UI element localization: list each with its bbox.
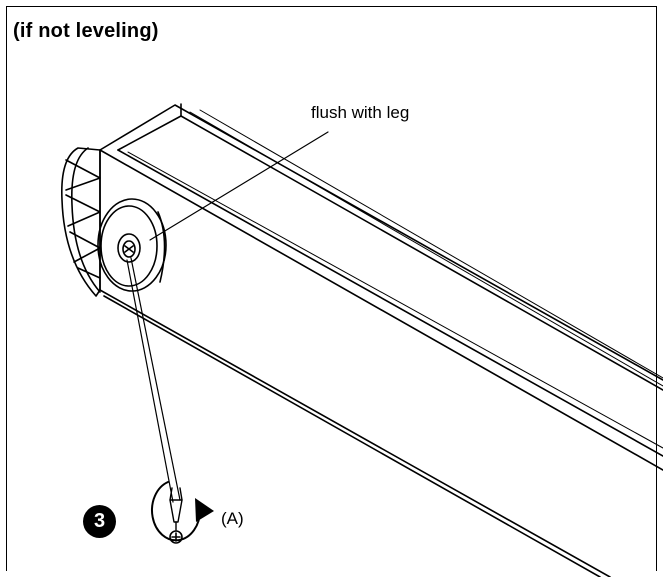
leg-top-face xyxy=(99,103,663,471)
step-number-badge: 3 xyxy=(83,505,116,538)
screwdriver-icon xyxy=(169,487,183,531)
flush-callout-label: flush with leg xyxy=(311,103,410,122)
screw-head-icon xyxy=(169,530,183,544)
rotate-arrow-icon xyxy=(151,481,214,542)
page-title: (if not leveling) xyxy=(13,20,159,42)
direction-label: (A) xyxy=(221,509,244,528)
leveling-foot xyxy=(97,198,167,292)
leg-end-cap xyxy=(61,147,101,297)
diagram-frame xyxy=(6,6,657,571)
leg-grooves xyxy=(127,109,663,449)
leader-lines xyxy=(126,131,329,503)
